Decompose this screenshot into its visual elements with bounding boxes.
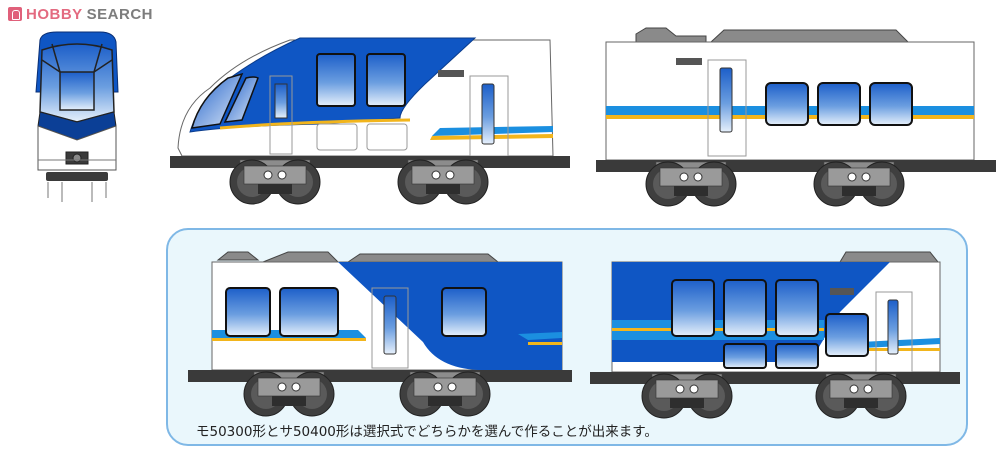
logo-icon [8,7,22,21]
option-caption: モ50300形とサ50400形は選択式でどちらかを選んで作ることが出来ます。 [196,424,658,440]
mo50300-car-illustration [188,251,572,417]
front-view-illustration [35,31,119,202]
hobby-search-logo: HOBBY SEARCH [8,5,153,23]
logo-search-text: SEARCH [86,5,154,23]
sa50400-car-illustration [590,251,960,419]
cab-car-illustration [170,37,570,205]
intermediate-car-illustration [596,27,996,207]
logo-brand-text: HOBBY [26,5,83,23]
